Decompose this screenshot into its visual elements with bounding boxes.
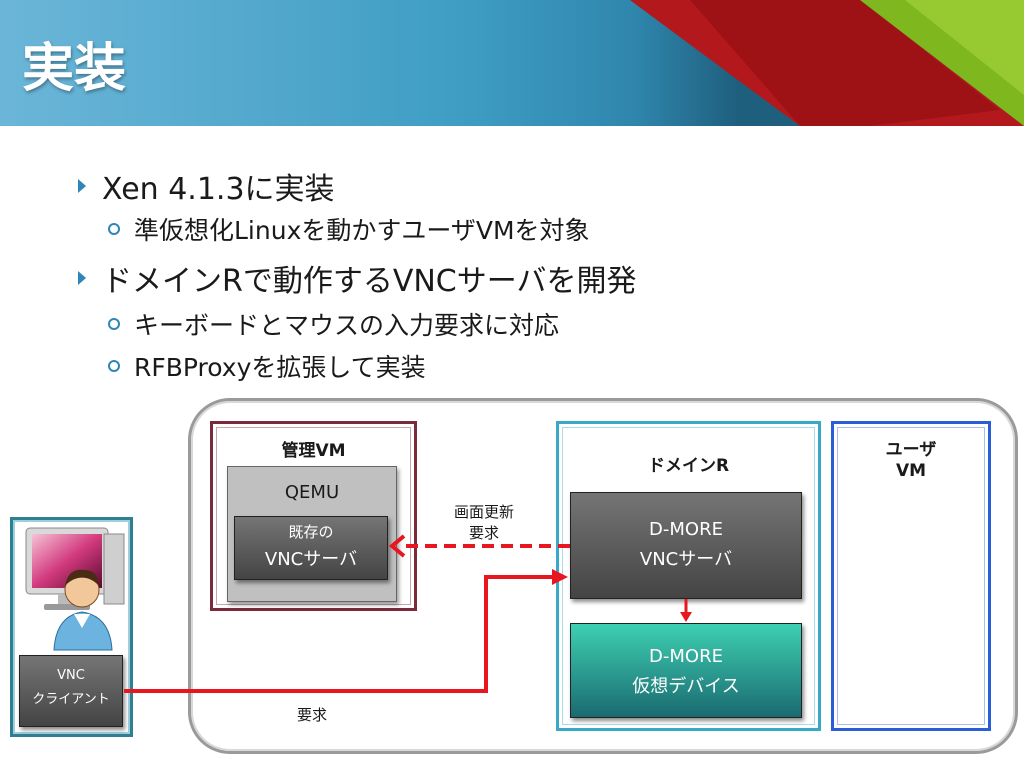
request-label: 要求 xyxy=(296,706,327,724)
bullet-circle-icon xyxy=(108,318,120,330)
qemu-label: QEMU xyxy=(284,482,340,503)
existing-vnc-line1: 既存の xyxy=(288,523,334,541)
bullet-text: Xen 4.1.3に実装 xyxy=(102,172,335,207)
device-arrowhead xyxy=(680,612,692,622)
update-request-arrowhead xyxy=(388,534,406,558)
request-arrowhead xyxy=(552,569,568,585)
physical-machine-frame xyxy=(188,398,1018,754)
update-request-line2: 要求 xyxy=(468,524,499,542)
vnc-client-line2: クライアント xyxy=(32,692,110,707)
mgmt-vm-box xyxy=(210,421,417,611)
sub-bullet-input: キーボードとマウスの入力要求に対応 xyxy=(108,306,559,342)
user-vm-line1: ユーザ xyxy=(885,440,937,460)
update-request-line1: 画面更新 xyxy=(453,503,514,521)
dmore-dev-line1: D-MORE xyxy=(649,646,723,667)
sub-bullet-rfbproxy: RFBProxyを拡張して実装 xyxy=(108,348,426,384)
user-computer-icon xyxy=(25,527,125,651)
dmore-vnc-line1: D-MORE xyxy=(649,519,723,540)
slide-title: 実装 xyxy=(22,39,127,99)
header-decoration xyxy=(630,0,1024,126)
bullet-text: RFBProxyを拡張して実装 xyxy=(134,353,426,382)
domain-r-label: ドメインR xyxy=(647,456,730,476)
bullet-arrow-icon xyxy=(78,271,86,285)
vnc-client-box xyxy=(19,655,123,727)
bullet-circle-icon xyxy=(108,223,120,235)
bullet-xen: Xen 4.1.3に実装 xyxy=(78,164,335,208)
existing-vnc-line2: VNCサーバ xyxy=(264,549,358,570)
bullet-text: キーボードとマウスの入力要求に対応 xyxy=(134,311,560,340)
dmore-vnc-line2: VNCサーバ xyxy=(639,549,733,570)
user-vm-box xyxy=(831,421,991,731)
bullet-text: ドメインRで動作するVNCサーバを開発 xyxy=(102,264,637,299)
dmore-virtual-device-box xyxy=(570,623,802,718)
existing-vnc-server-box xyxy=(234,516,388,580)
mgmt-vm-label: 管理VM xyxy=(281,441,346,461)
dmore-dev-line2: 仮想デバイス xyxy=(632,676,740,697)
request-arrow xyxy=(124,575,556,693)
bullet-text: 準仮想化Linuxを動かすユーザVMを対象 xyxy=(134,216,590,245)
bullet-arrow-icon xyxy=(78,179,86,193)
user-vm-line2: VM xyxy=(895,461,927,481)
bullet-circle-icon xyxy=(108,360,120,372)
bullet-vnc-server: ドメインRで動作するVNCサーバを開発 xyxy=(78,256,636,300)
dmore-vnc-server-box xyxy=(570,492,802,599)
vnc-client-line1: VNC xyxy=(57,668,85,683)
sub-bullet-paravirt: 準仮想化Linuxを動かすユーザVMを対象 xyxy=(108,211,590,247)
title-banner: 実装 xyxy=(0,0,1024,126)
